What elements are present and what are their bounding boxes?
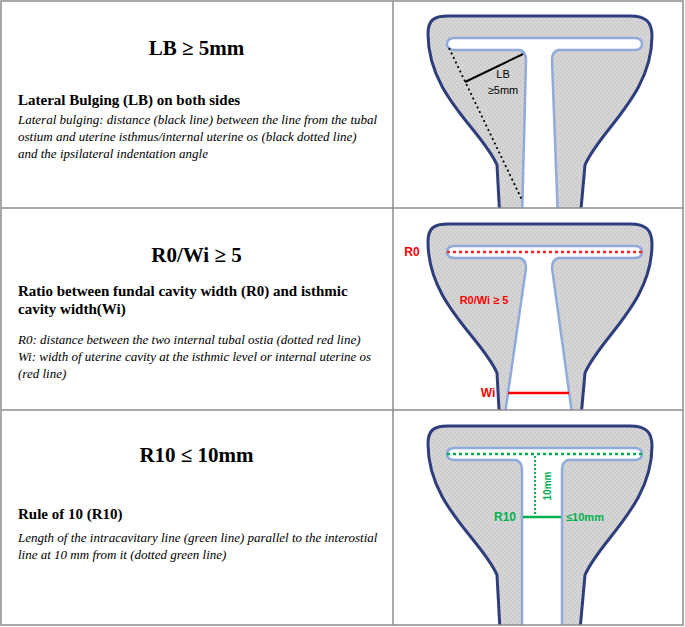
uterus-lb — [428, 16, 652, 208]
ratio-label: R0/Wi ≥ 5 — [460, 295, 509, 306]
dimension-label: 10mm — [543, 472, 553, 501]
measure-label: R0 — [404, 246, 419, 258]
rule-description: Lateral bulging: distance (black line) b… — [18, 112, 379, 163]
rule-heading: R10 ≤ 10mm — [10, 443, 383, 468]
rule-description: Length of the intracavitary line (green … — [18, 530, 379, 564]
rule-title: Ratio between fundal cavity width (R0) a… — [18, 282, 379, 318]
rule-heading: R0/Wi ≥ 5 — [10, 243, 383, 268]
criterion-cell: LB ≥ 5mmLateral Bulging (LB) on both sid… — [0, 0, 393, 208]
criterion-cell: R0/Wi ≥ 5 Ratio between fundal cavity wid… — [0, 208, 393, 410]
rule-title: Rule of 10 (R10) — [18, 505, 379, 523]
uterus-r10 — [428, 426, 652, 625]
dimension-label: LB — [496, 69, 509, 80]
measure-label: R10 — [494, 511, 516, 523]
rule-heading: LB ≥ 5mm — [10, 36, 383, 61]
rule-description: R0: distance between the two internal tu… — [18, 332, 379, 383]
criterion-cell: R10 ≤ 10mmRule of 10 (R10) Length of the … — [0, 410, 393, 625]
dimension-label: ≥5mm — [488, 85, 518, 96]
measure-label: Wi — [481, 387, 496, 399]
uterus-r0-wi — [428, 224, 652, 410]
rule-title: Lateral Bulging (LB) on both sides — [18, 91, 379, 109]
dimension-label: ≤10mm — [566, 512, 604, 523]
